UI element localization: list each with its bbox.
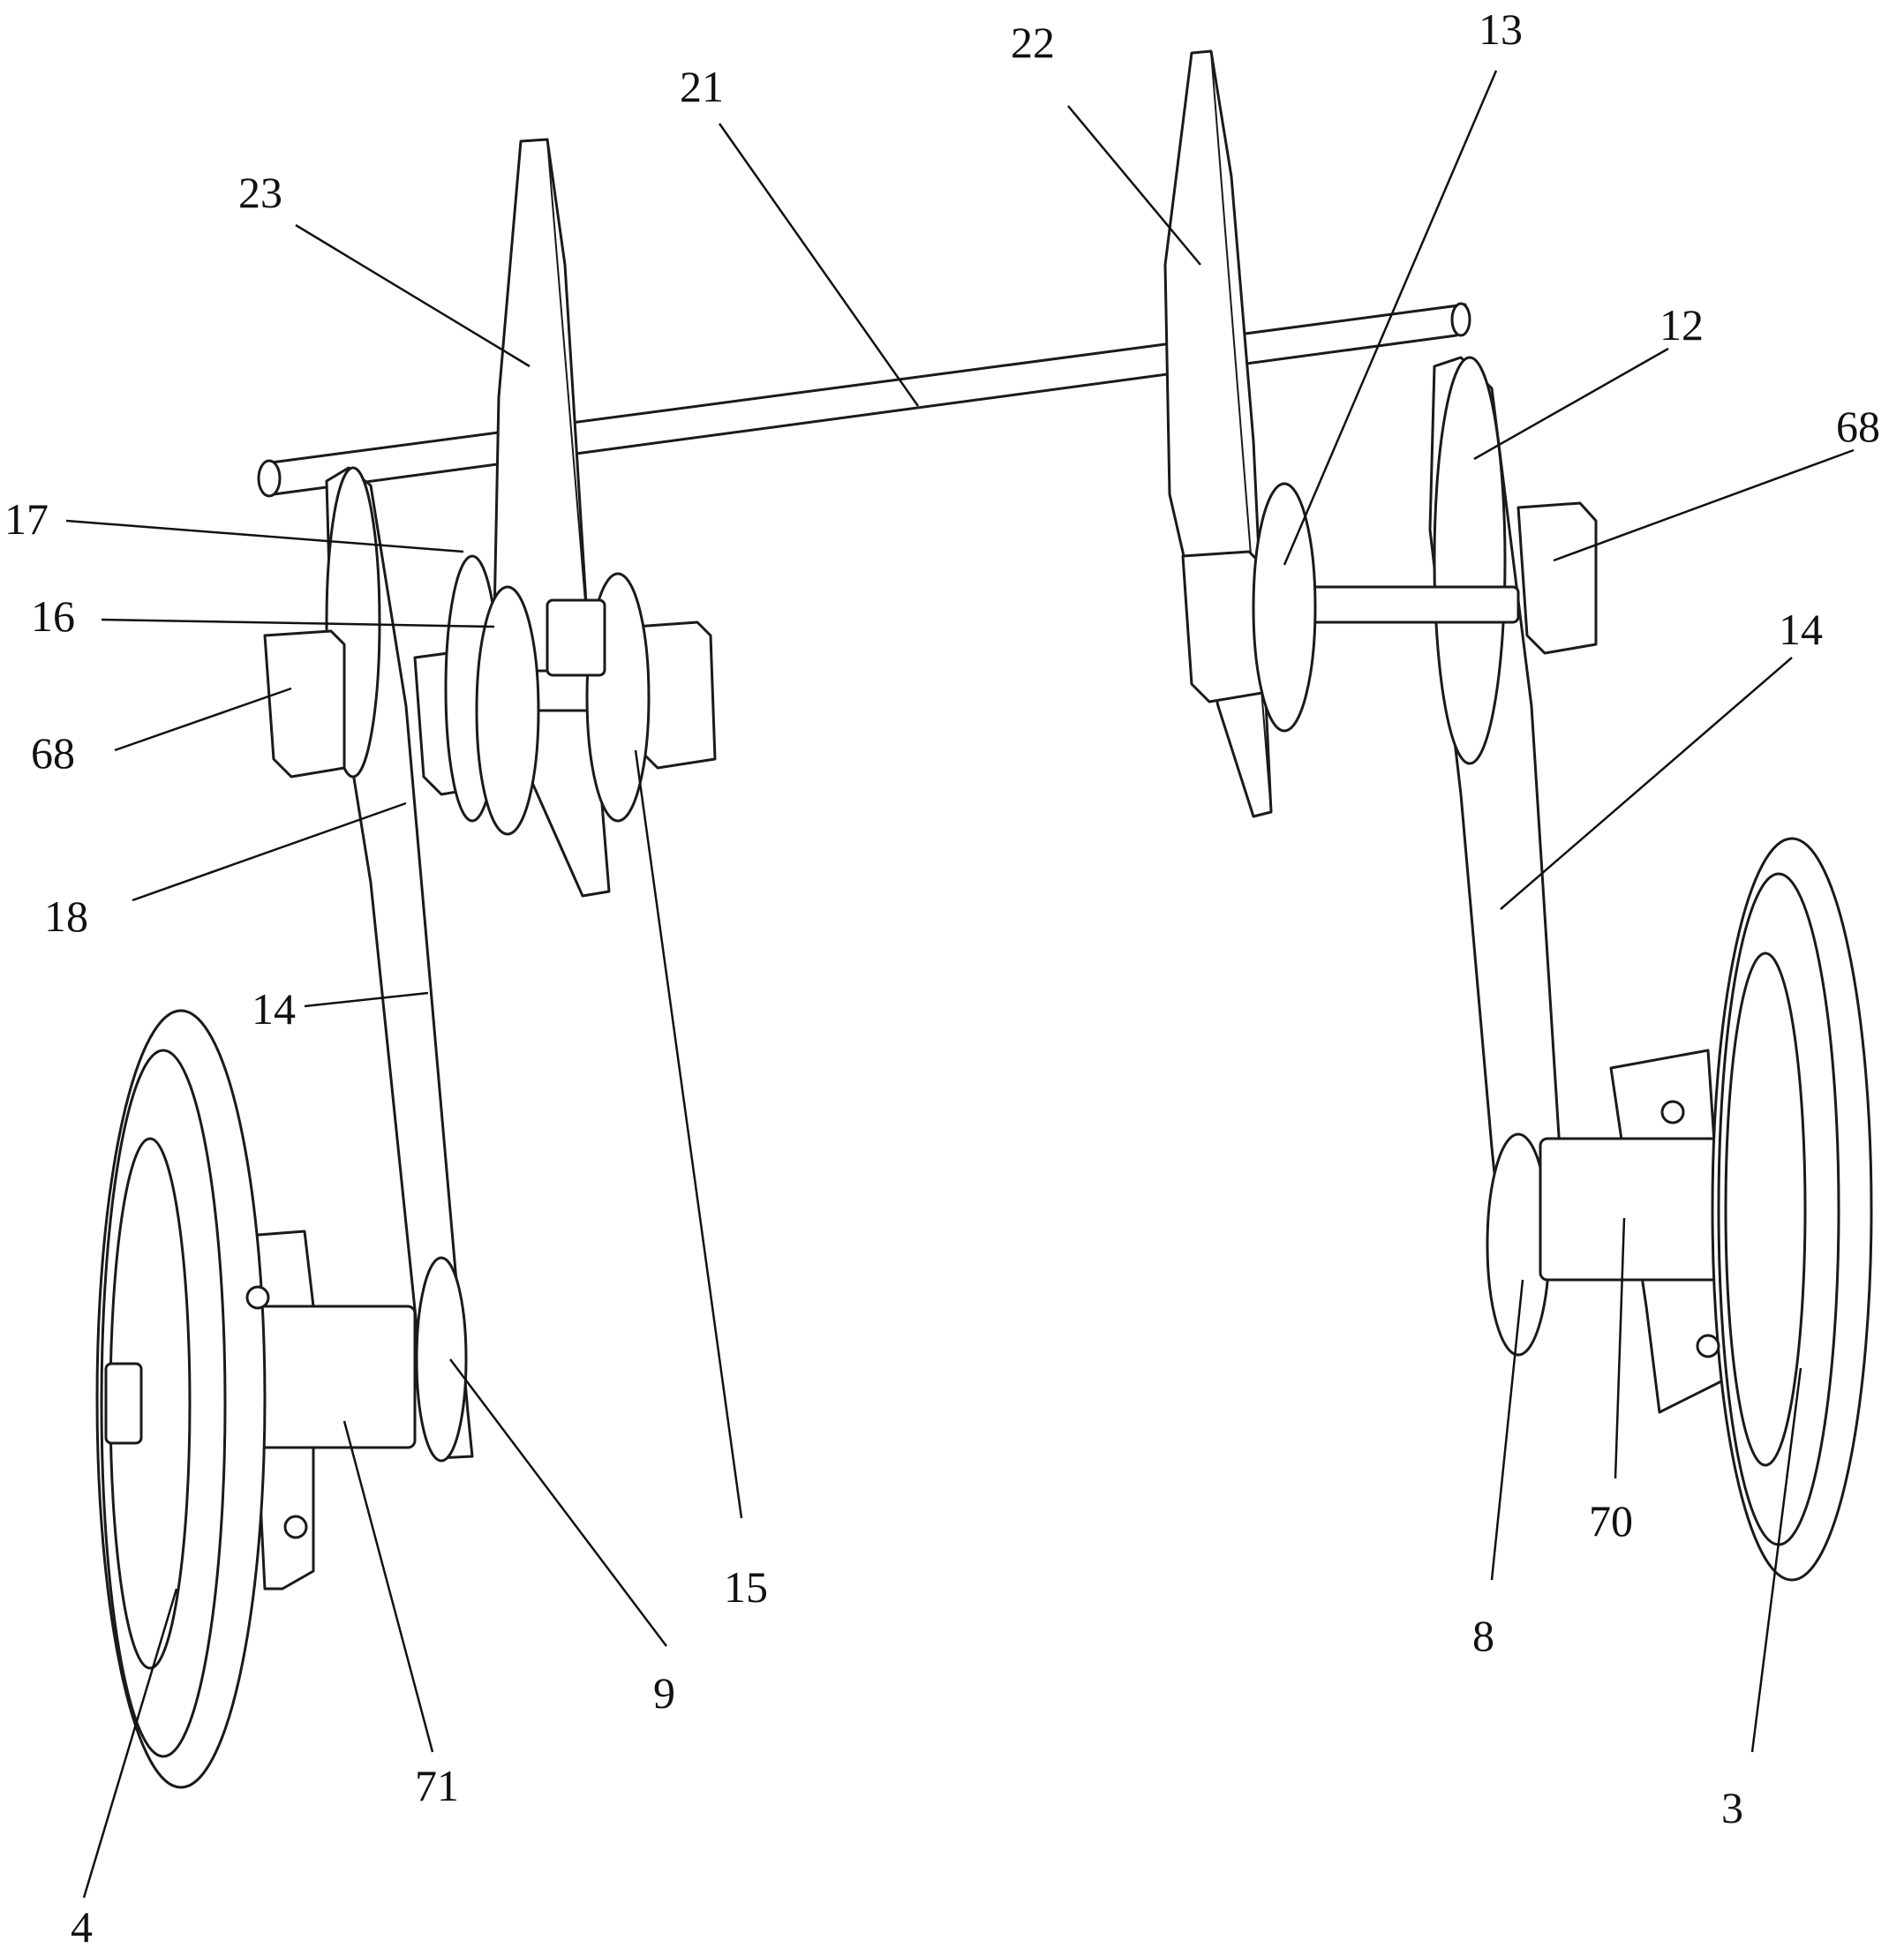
main-shaft	[257, 302, 1471, 498]
ref-22: 22	[1011, 18, 1055, 67]
left-bearings	[263, 554, 717, 836]
leader-lines	[65, 70, 1855, 1899]
ref-3: 3	[1721, 1783, 1743, 1832]
ref-70: 70	[1589, 1496, 1633, 1546]
ref-12: 12	[1659, 300, 1704, 350]
left-belt-drive	[325, 466, 474, 1463]
ref-14-left: 14	[252, 984, 296, 1034]
ref-68-right: 68	[1836, 402, 1880, 451]
ref-21: 21	[680, 62, 724, 111]
ref-17: 17	[4, 494, 49, 544]
disc-right	[1163, 49, 1273, 818]
right-wheel-assembly	[1539, 837, 1873, 1582]
ref-71: 71	[415, 1761, 459, 1810]
ref-15: 15	[724, 1562, 768, 1612]
left-wheel-assembly	[95, 1009, 417, 1789]
ref-68-left: 68	[31, 728, 75, 778]
ref-13: 13	[1479, 4, 1523, 54]
ref-23: 23	[238, 168, 282, 217]
right-bearings	[1181, 482, 1598, 733]
ref-14-right: 14	[1779, 605, 1823, 654]
ref-18: 18	[44, 891, 88, 941]
ref-8: 8	[1472, 1611, 1494, 1660]
ref-16: 16	[31, 591, 75, 641]
ref-9: 9	[653, 1668, 675, 1718]
ref-4: 4	[71, 1902, 93, 1948]
reference-numerals: 3 4 8 9 12 13 14 14 15 16 17 18 21 22 23…	[4, 4, 1880, 1948]
